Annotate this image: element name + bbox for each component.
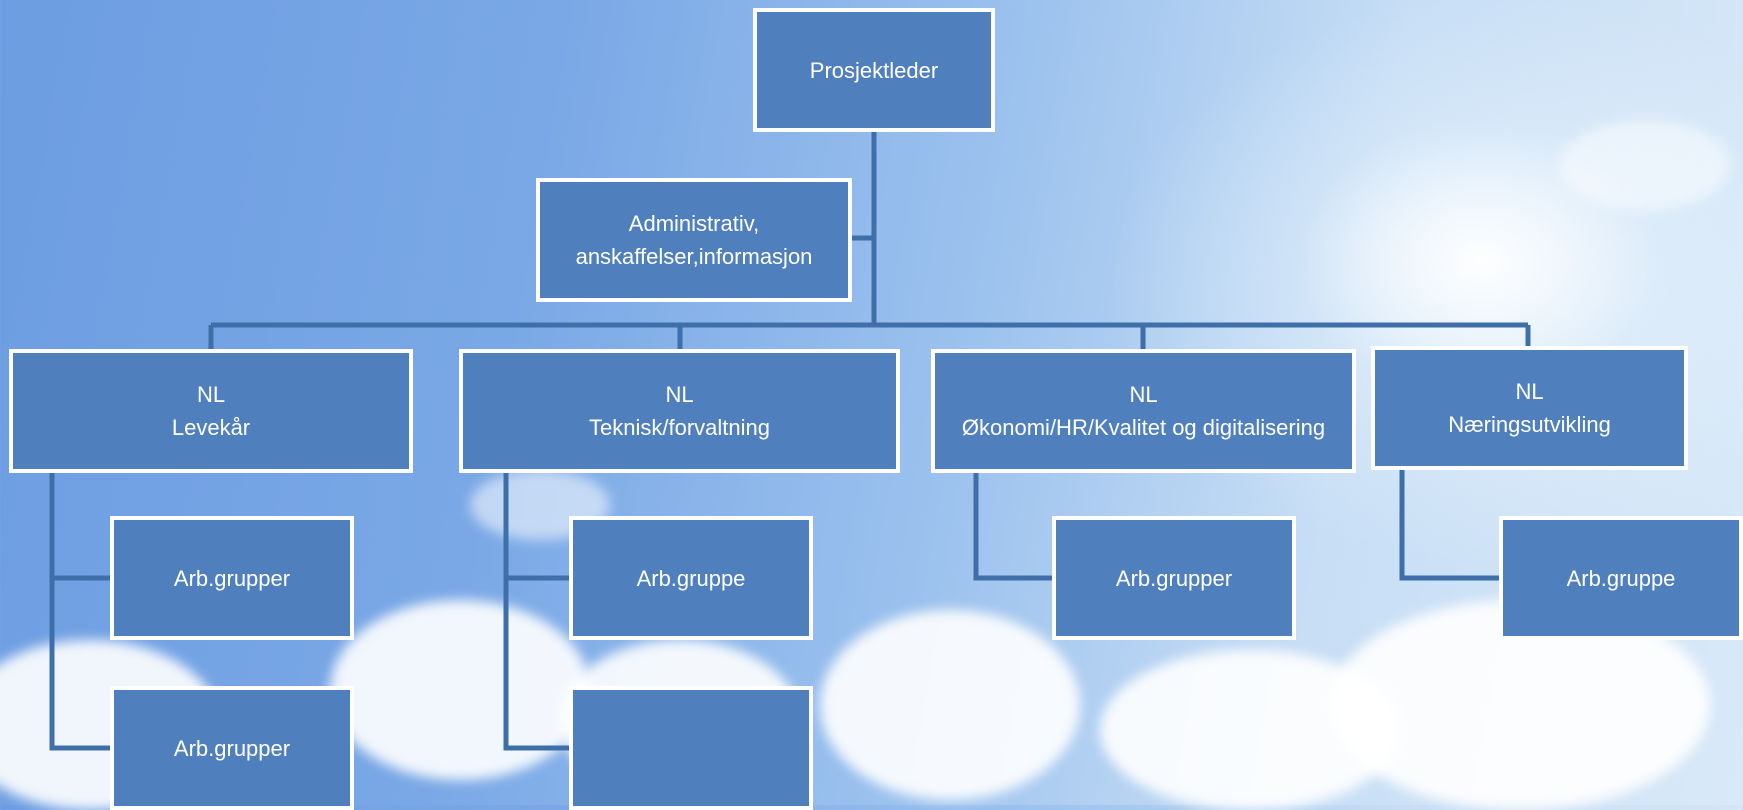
branch-head: NL [196,382,226,407]
work-group-label: Arb.gruppe [1566,565,1676,591]
work-group-node: Arb.gruppe [569,516,813,640]
work-group-label: Arb.grupper [173,735,291,761]
branch-title: Levekår [171,415,251,440]
branch-node-levekar: NL Levekår [9,349,413,473]
work-group-label: Arb.grupper [173,565,291,591]
work-group-label: Arb.grupper [1115,565,1233,591]
branch-title: Næringsutvikling [1448,412,1611,437]
connector-okonomi-groups [973,472,1055,581]
work-group-node: Arb.grupper [110,686,354,810]
staff-node-label: Administrativ, anskaffelser,informasjon [575,211,813,269]
work-group-node: Arb.grupper [110,516,354,640]
branch-head: NL [1515,379,1544,404]
work-group-node: Arb.grupper [1052,516,1296,640]
branch-node-teknisk: NL Teknisk/forvaltning [459,349,900,473]
root-node: Prosjektleder [753,8,995,132]
branch-head: NL [1129,382,1158,407]
connector-teknisk-groups [503,472,572,751]
branch-head: NL [665,382,694,407]
staff-node: Administrativ, anskaffelser,informasjon [536,178,852,302]
work-group-node: Arb.gruppe [1499,516,1743,640]
connector-levekar-groups [49,472,112,751]
work-group-label: Arb.gruppe [636,565,746,591]
connector-naering-groups [1399,470,1502,581]
background-cloud [820,610,1080,800]
root-node-label: Prosjektleder [809,57,939,83]
branch-title: Økonomi/HR/Kvalitet og digitalisering [961,415,1326,440]
work-group-node [569,686,813,810]
background-cloud [1560,120,1730,210]
branch-title: Teknisk/forvaltning [589,415,770,440]
branch-node-okonomi: NL Økonomi/HR/Kvalitet og digitalisering [931,349,1356,473]
branch-node-naeringsutvikling: NL Næringsutvikling [1371,346,1688,470]
